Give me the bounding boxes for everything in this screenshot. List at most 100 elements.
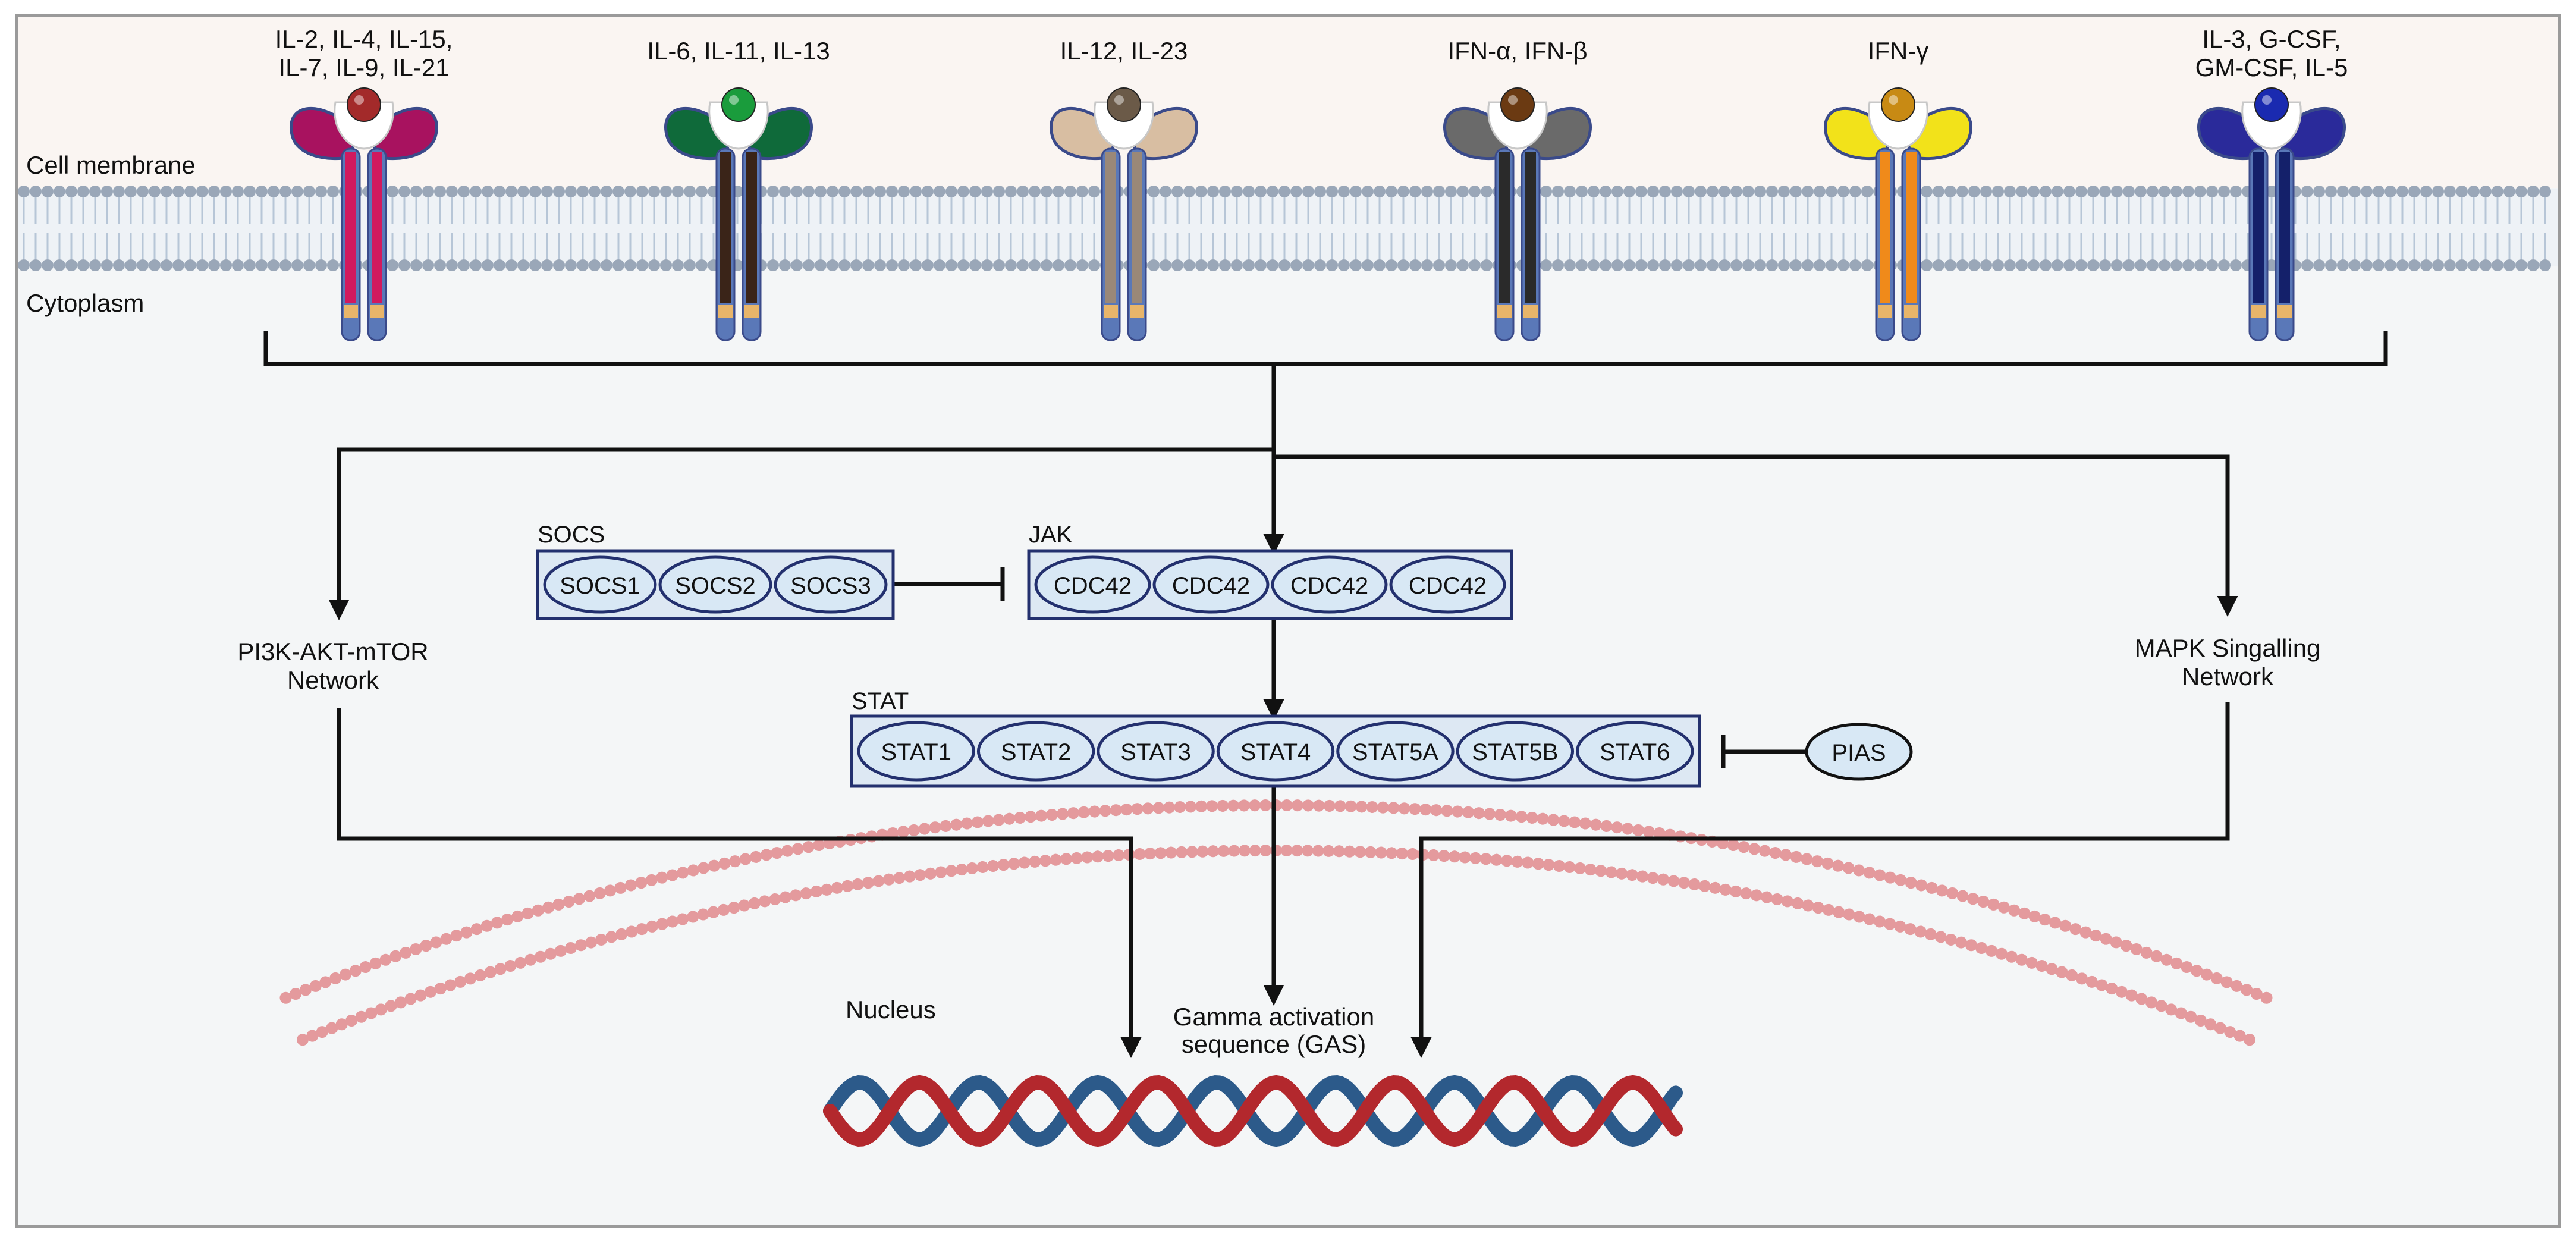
lipid-head bbox=[2182, 186, 2194, 197]
nuclear-lipid-head bbox=[501, 914, 513, 925]
lipid-head bbox=[791, 259, 803, 271]
lipid-head bbox=[1730, 186, 1742, 197]
lipid-head bbox=[2361, 259, 2373, 271]
lipid-head bbox=[2349, 186, 2361, 197]
lipid-head bbox=[291, 259, 303, 271]
lipid-head bbox=[1802, 259, 1814, 271]
nuclear-lipid-head bbox=[1039, 855, 1051, 867]
gas-label-line1: Gamma activation bbox=[1173, 1003, 1374, 1031]
nuclear-lipid-head bbox=[972, 816, 984, 828]
nuclear-lipid-head bbox=[769, 893, 781, 905]
lipid-head bbox=[850, 186, 862, 197]
nuclear-lipid-head bbox=[780, 892, 791, 903]
receptor-chain-core bbox=[2253, 152, 2264, 303]
lipid-head bbox=[1171, 259, 1183, 271]
lipid-head bbox=[1088, 259, 1100, 271]
lipid-head bbox=[446, 259, 458, 271]
lipid-head bbox=[494, 259, 505, 271]
lipid-head bbox=[1374, 186, 1386, 197]
nuclear-lipid-head bbox=[1438, 850, 1450, 862]
lipid-head bbox=[220, 186, 232, 197]
nuclear-lipid-head bbox=[1965, 939, 1977, 951]
lipid-head bbox=[993, 259, 1005, 271]
nuclear-lipid-head bbox=[1822, 858, 1834, 870]
nuclear-lipid-head bbox=[1761, 892, 1773, 903]
lipid-head bbox=[244, 186, 256, 197]
lipid-head bbox=[2408, 186, 2420, 197]
lipid-head bbox=[1255, 186, 1267, 197]
nuclear-lipid-head bbox=[1366, 801, 1378, 813]
lipid-head bbox=[2206, 259, 2218, 271]
receptor-chain-core bbox=[746, 152, 757, 303]
lipid-head bbox=[2075, 186, 2087, 197]
lipid-head bbox=[1409, 259, 1421, 271]
nuclear-lipid-head bbox=[677, 867, 689, 878]
nuclear-lipid-head bbox=[1110, 804, 1122, 816]
lipid-head bbox=[1802, 186, 1814, 197]
lipid-head bbox=[77, 186, 89, 197]
lipid-head bbox=[18, 259, 30, 271]
nuclear-lipid-head bbox=[1884, 918, 1896, 930]
lipid-head bbox=[2420, 259, 2432, 271]
nuclear-lipid-head bbox=[1029, 856, 1041, 868]
lipid-head bbox=[89, 259, 101, 271]
nuclear-lipid-head bbox=[2079, 927, 2091, 939]
lipid-head bbox=[1600, 259, 1611, 271]
nuclear-lipid-head bbox=[615, 928, 627, 940]
protein-pill-label: SOCS2 bbox=[675, 573, 756, 599]
protein-pill-label: SOCS1 bbox=[560, 573, 640, 599]
nuclear-lipid-head bbox=[914, 869, 926, 881]
nuclear-lipid-head bbox=[1564, 861, 1576, 873]
nuclear-lipid-head bbox=[585, 937, 597, 949]
receptor-chain-core bbox=[2279, 152, 2290, 303]
lipid-head bbox=[589, 259, 601, 271]
lipid-head bbox=[2123, 259, 2135, 271]
lipid-head bbox=[1968, 186, 1980, 197]
lipid-head bbox=[874, 186, 886, 197]
lipid-head bbox=[1861, 186, 1873, 197]
lipid-head bbox=[1029, 259, 1041, 271]
receptor-chain-core bbox=[720, 152, 731, 303]
nuclear-lipid-head bbox=[1935, 931, 1947, 943]
nuclear-lipid-head bbox=[667, 869, 678, 881]
nuclear-lipid-head bbox=[532, 905, 544, 917]
lipid-head bbox=[458, 259, 470, 271]
lipid-head bbox=[886, 186, 898, 197]
lipid-head bbox=[1588, 259, 1600, 271]
protein-pill-label: CDC42 bbox=[1290, 573, 1368, 599]
lipid-head bbox=[1064, 259, 1076, 271]
nuclear-lipid-head bbox=[626, 925, 637, 937]
nuclear-lipid-head bbox=[1174, 801, 1186, 813]
lipid-head bbox=[1576, 186, 1588, 197]
lipid-head bbox=[2468, 186, 2480, 197]
lipid-head bbox=[2111, 186, 2123, 197]
lipid-head bbox=[1659, 259, 1671, 271]
lipid-head bbox=[553, 259, 565, 271]
lipid-head bbox=[1980, 186, 1992, 197]
lipid-head bbox=[577, 186, 589, 197]
nuclear-lipid-head bbox=[1131, 803, 1143, 815]
nuclear-lipid-head bbox=[1249, 799, 1261, 811]
lipid-head bbox=[922, 259, 934, 271]
lipid-head bbox=[2159, 259, 2170, 271]
nuclear-lipid-head bbox=[1292, 799, 1303, 811]
nuclear-lipid-head bbox=[708, 860, 720, 872]
lipid-head bbox=[315, 259, 327, 271]
nuclear-lipid-head bbox=[893, 872, 905, 884]
lipid-head bbox=[541, 186, 553, 197]
lipid-head bbox=[969, 186, 981, 197]
protein-pill-label: CDC42 bbox=[1172, 573, 1250, 599]
lipid-head bbox=[1064, 186, 1076, 197]
nuclear-lipid-head bbox=[2039, 914, 2051, 925]
lipid-head bbox=[434, 259, 446, 271]
lipid-head bbox=[529, 186, 541, 197]
lipid-head bbox=[945, 259, 957, 271]
nuclear-lipid-head bbox=[1699, 880, 1711, 892]
lipid-head bbox=[981, 259, 993, 271]
lipid-head bbox=[2539, 186, 2551, 197]
lipid-head bbox=[327, 186, 339, 197]
lipid-head bbox=[279, 186, 291, 197]
nuclear-lipid-head bbox=[491, 917, 503, 928]
nuclear-lipid-head bbox=[998, 859, 1010, 871]
lipid-head bbox=[2016, 186, 2028, 197]
